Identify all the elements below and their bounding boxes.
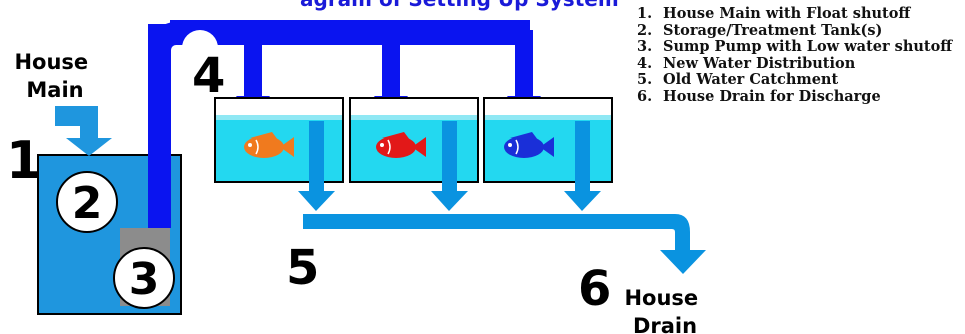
legend-item-text: New Water Distribution <box>663 54 856 72</box>
number-1: 1 <box>6 131 42 191</box>
fish-icon <box>244 132 294 158</box>
catchment-drain <box>298 121 335 211</box>
legend-item: 3. Sump Pump with Low water shutoff <box>637 38 962 56</box>
treatment-tank <box>483 97 613 183</box>
sump-pump-marker: 3 <box>113 247 175 309</box>
legend-item: 6. House Drain for Discharge <box>637 87 962 106</box>
legend-item-text: House Drain for Discharge <box>663 87 881 105</box>
legend: 1. House Main with Float shutoff 2. Storage… <box>637 5 962 106</box>
house-main-label: House Main <box>14 50 95 102</box>
catchment-drain <box>431 121 468 211</box>
storage-tank-marker: 2 <box>56 171 118 233</box>
svg-text:2: 2 <box>72 178 103 229</box>
catchment-drain <box>564 121 601 211</box>
house-drain-label: House Drain <box>624 286 705 334</box>
house-main-inlet-arrow <box>55 106 112 156</box>
number-6: 6 <box>578 261 611 317</box>
number-4: 4 <box>192 48 225 104</box>
legend-item: 2. Storage/Treatment Tank(s) <box>637 21 962 40</box>
house-main-label-line2: Main <box>26 78 83 102</box>
fish-icon <box>376 132 426 158</box>
diagram-title: agram of Setting Up System <box>300 0 619 11</box>
legend-item-number: 5. <box>637 71 653 88</box>
legend-item-number: 1. <box>637 5 653 22</box>
catchment-pipe <box>303 214 706 274</box>
svg-text:3: 3 <box>129 254 160 305</box>
house-main-label-line1: House <box>14 50 88 74</box>
legend-item-text: House Main with Float shutoff <box>663 5 911 22</box>
legend-item-number: 2. <box>637 21 653 39</box>
number-5: 5 <box>286 240 319 296</box>
legend-item: 4. New Water Distribution <box>637 54 962 73</box>
legend-item-text: Sump Pump with Low water shutoff <box>663 38 953 55</box>
legend-item-text: Storage/Treatment Tank(s) <box>663 21 883 39</box>
distribution-pipe <box>148 20 530 228</box>
house-drain-label-line2: Drain <box>633 314 697 334</box>
treatment-tank <box>349 97 479 183</box>
legend-item-text: Old Water Catchment <box>663 71 839 88</box>
legend-item-number: 3. <box>637 38 653 55</box>
legend-item-number: 4. <box>637 54 653 72</box>
fish-icon <box>504 132 554 158</box>
legend-item: 5. Old Water Catchment <box>637 71 962 89</box>
legend-item-number: 6. <box>637 87 653 105</box>
legend-item: 1. House Main with Float shutoff <box>637 5 962 23</box>
house-drain-label-line1: House <box>624 286 698 310</box>
